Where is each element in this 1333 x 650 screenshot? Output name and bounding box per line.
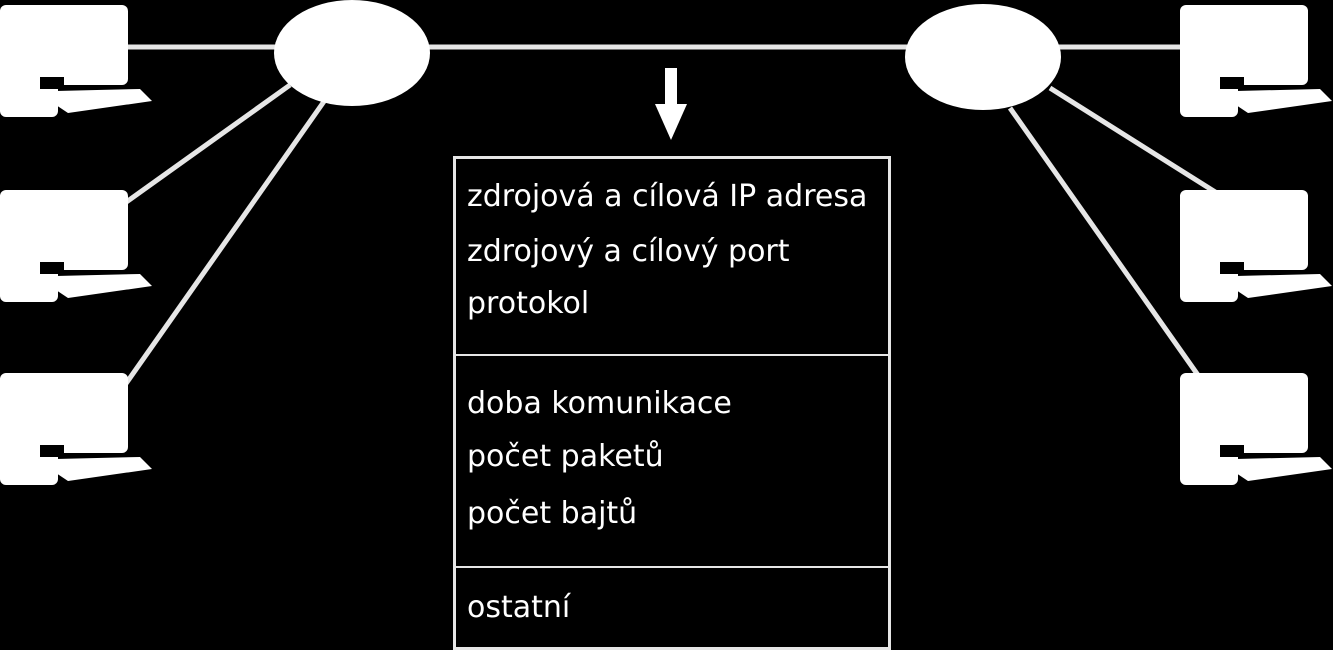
router-icon bbox=[274, 0, 430, 106]
computer-icon bbox=[0, 190, 152, 302]
record-section-other: ostatní bbox=[456, 566, 888, 649]
computer-icon bbox=[1180, 373, 1332, 485]
computer-icon bbox=[1180, 5, 1332, 117]
record-section-statistics: doba komunikace počet paketů počet bajtů bbox=[456, 354, 888, 568]
link-pc-left-2 bbox=[123, 82, 292, 206]
record-field: počet paketů bbox=[467, 439, 664, 474]
record-section-identifiers: zdrojová a cílová IP adresa zdrojový a c… bbox=[456, 159, 888, 354]
flow-record-box: zdrojová a cílová IP adresa zdrojový a c… bbox=[453, 156, 891, 650]
record-field: protokol bbox=[467, 286, 590, 321]
link-pc-right-2 bbox=[1048, 85, 1222, 198]
record-field: zdrojový a cílový port bbox=[467, 234, 790, 269]
link-pc-right-3 bbox=[1007, 106, 1203, 380]
record-field: počet bajtů bbox=[467, 496, 638, 531]
arrow-down-icon bbox=[655, 68, 687, 140]
record-field: ostatní bbox=[467, 590, 571, 625]
record-field: doba komunikace bbox=[467, 386, 732, 421]
record-field: zdrojová a cílová IP adresa bbox=[467, 179, 868, 214]
router-icon bbox=[905, 4, 1061, 110]
link-pc-left-3 bbox=[122, 98, 328, 387]
network-links bbox=[122, 44, 1222, 387]
computer-icon bbox=[1180, 190, 1332, 302]
computer-icon bbox=[0, 5, 152, 117]
computer-icon bbox=[0, 373, 152, 485]
